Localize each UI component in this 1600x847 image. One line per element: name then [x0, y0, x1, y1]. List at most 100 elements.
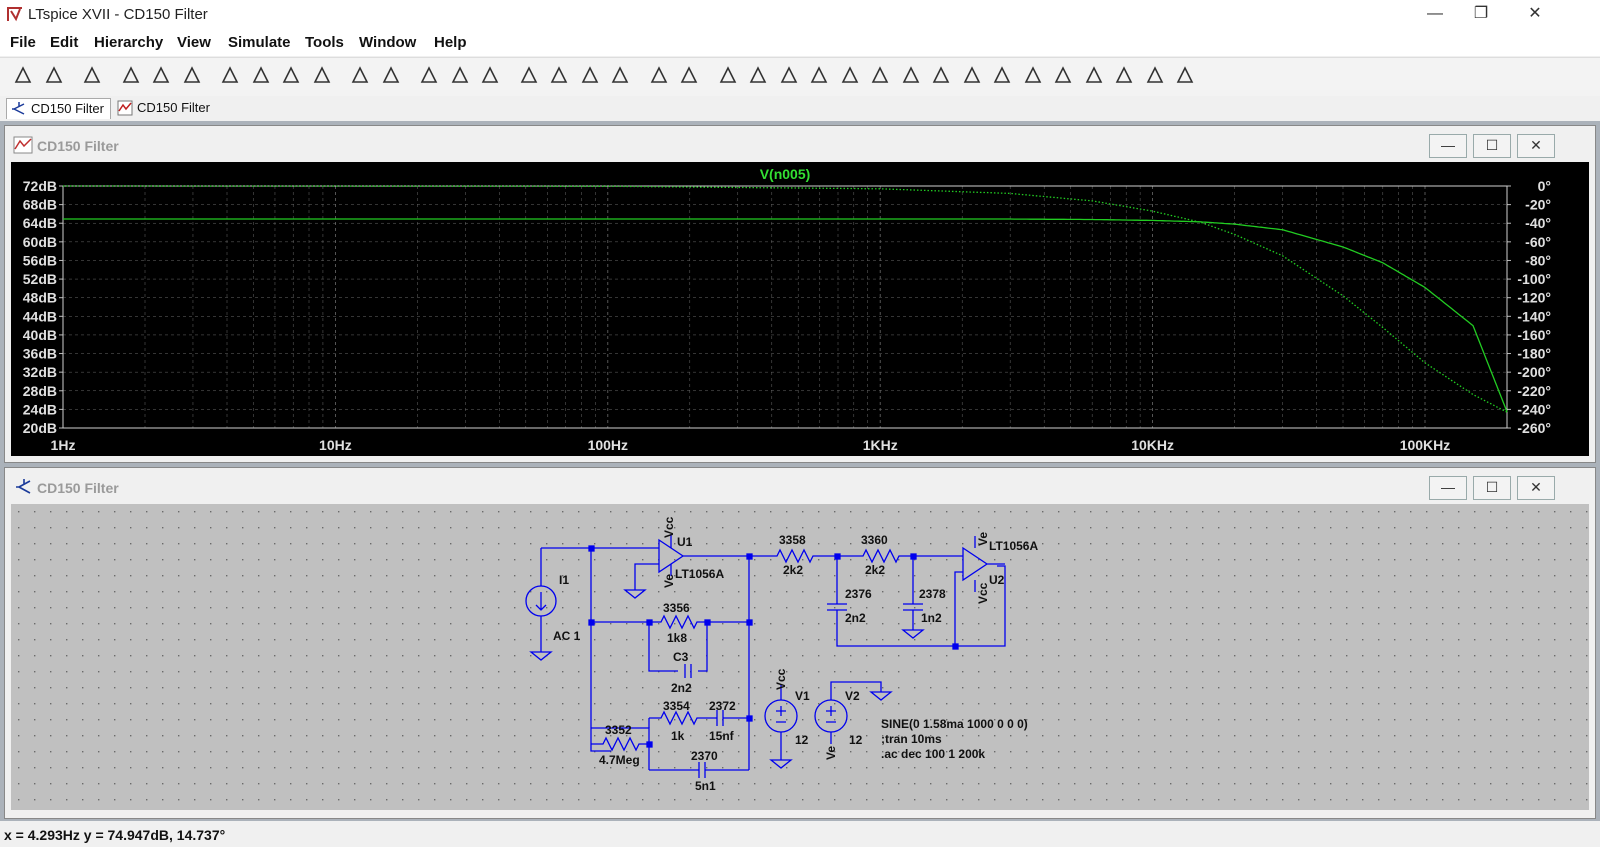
minimize-button[interactable]: —	[1427, 5, 1443, 22]
menu-simulate[interactable]: Simulate	[228, 34, 291, 51]
open-icon[interactable]	[41, 62, 68, 89]
print-preview-icon[interactable]	[676, 62, 703, 89]
plot-settings-icon[interactable]	[378, 62, 405, 89]
menu-help[interactable]: Help	[434, 34, 467, 51]
zoom-area-icon[interactable]	[248, 62, 275, 89]
waveform-window-icon	[13, 136, 33, 154]
c2376-value: 2n2	[845, 611, 866, 625]
r3360-label: 3360	[861, 533, 888, 547]
menu-tools[interactable]: Tools	[305, 34, 344, 51]
paste-icon[interactable]	[577, 62, 604, 89]
y2-tick-label: -40°	[1525, 215, 1551, 231]
spice-directive-ac[interactable]: .ac dec 100 1 200k	[881, 747, 985, 761]
toolbar	[0, 57, 1600, 97]
y2-tick-label: 0°	[1538, 178, 1551, 194]
x-tick-label: 10Hz	[319, 437, 352, 453]
plot-maximize-button[interactable]: ☐	[1473, 134, 1511, 158]
zoom-out-icon[interactable]	[278, 62, 305, 89]
move-icon[interactable]	[959, 62, 986, 89]
title-bar: LTspice XVII - CD150 Filter — ❐ ✕	[0, 0, 1600, 30]
text-icon[interactable]	[1142, 62, 1169, 89]
u2-vcc: Vcc	[976, 582, 990, 604]
plot-window-title: CD150 Filter	[37, 138, 119, 154]
i1-label: I1	[559, 573, 569, 587]
y-tick-label: 64dB	[23, 215, 57, 231]
copy-icon[interactable]	[546, 62, 573, 89]
save-icon[interactable]	[79, 62, 106, 89]
u1-ve: Ve	[662, 574, 676, 588]
y2-tick-label: -200°	[1517, 364, 1551, 380]
control-panel-icon[interactable]	[118, 62, 145, 89]
label-net-icon[interactable]	[776, 62, 803, 89]
y2-tick-label: -100°	[1517, 271, 1551, 287]
schematic-maximize-button[interactable]: ☐	[1473, 476, 1511, 500]
trace-label[interactable]: V(n005)	[760, 166, 811, 182]
tile-vertical-icon[interactable]	[477, 62, 504, 89]
v1-label: V1	[795, 689, 810, 703]
menu-edit[interactable]: Edit	[50, 34, 79, 51]
tab-waveform[interactable]: CD150 Filter	[113, 98, 216, 118]
component-icon[interactable]	[928, 62, 955, 89]
plot-minimize-button[interactable]: —	[1429, 134, 1467, 158]
c2376-label: 2376	[845, 587, 872, 601]
undo-icon[interactable]	[1020, 62, 1047, 89]
y2-tick-label: -180°	[1517, 346, 1551, 362]
diode-icon[interactable]	[898, 62, 925, 89]
tab-schematic[interactable]: CD150 Filter	[6, 98, 111, 119]
spice-directive-sine[interactable]: SINE(0 1.58ma 1000 0 0 0)	[881, 717, 1028, 731]
restore-button[interactable]: ❐	[1473, 5, 1489, 22]
spice-directive-icon[interactable]	[1172, 62, 1199, 89]
halt-icon[interactable]	[148, 62, 175, 89]
zoom-in-icon[interactable]	[217, 62, 244, 89]
phase-trace[interactable]	[63, 185, 1508, 413]
schematic-icon	[12, 102, 25, 115]
schematic-drawing[interactable]: I1 AC 1 U1 LT1056A Vcc Ve 3356 1k8 C3 2n…	[11, 504, 1589, 810]
redo-icon[interactable]	[1050, 62, 1077, 89]
r3360-value: 2k2	[865, 563, 885, 577]
bode-chart[interactable]: 72dB68dB64dB60dB56dB52dB48dB44dB40dB36dB…	[11, 162, 1589, 456]
menu-window[interactable]: Window	[359, 34, 417, 51]
print-icon[interactable]	[646, 62, 673, 89]
tile-horizontal-icon[interactable]	[416, 62, 443, 89]
zoom-cancel-icon[interactable]	[309, 62, 336, 89]
plot-close-button[interactable]: ✕	[1517, 134, 1555, 158]
run-icon[interactable]	[10, 62, 37, 89]
schematic-canvas[interactable]: I1 AC 1 U1 LT1056A Vcc Ve 3356 1k8 C3 2n…	[11, 504, 1589, 810]
v2-label: V2	[845, 689, 860, 703]
menu-view[interactable]: View	[177, 34, 211, 51]
cascade-icon[interactable]	[447, 62, 474, 89]
c2372-label: 2372	[709, 699, 736, 713]
schematic-close-button[interactable]: ✕	[1517, 476, 1555, 500]
mirror-icon[interactable]	[1111, 62, 1138, 89]
autoscale-icon[interactable]	[347, 62, 374, 89]
tab-waveform-label: CD150 Filter	[137, 100, 210, 115]
inductor-icon[interactable]	[867, 62, 894, 89]
y-tick-label: 32dB	[23, 364, 57, 380]
v1-vcc: Vcc	[774, 668, 788, 690]
magnitude-trace[interactable]	[63, 218, 1508, 412]
rotate-icon[interactable]	[1081, 62, 1108, 89]
ground-icon[interactable]	[745, 62, 772, 89]
y-tick-label: 72dB	[23, 178, 57, 194]
c2370-label: 2370	[691, 749, 718, 763]
menu-hierarchy[interactable]: Hierarchy	[94, 34, 164, 51]
c3-label: C3	[673, 650, 689, 664]
cut-icon[interactable]	[516, 62, 543, 89]
y-tick-label: 52dB	[23, 271, 57, 287]
spice-directive-tran[interactable]: ;tran 10ms	[881, 732, 942, 746]
v2-value: 12	[849, 733, 863, 747]
capacitor-icon[interactable]	[837, 62, 864, 89]
menu-file[interactable]: File	[10, 34, 36, 51]
find-icon[interactable]	[607, 62, 634, 89]
schematic-minimize-button[interactable]: —	[1429, 476, 1467, 500]
pan-icon[interactable]	[179, 62, 206, 89]
drag-icon[interactable]	[989, 62, 1016, 89]
waveform-icon	[117, 100, 133, 116]
menu-bar: File Edit Hierarchy View Simulate Tools …	[0, 30, 1600, 56]
wire-icon[interactable]	[715, 62, 742, 89]
resistor-icon[interactable]	[806, 62, 833, 89]
close-button[interactable]: ✕	[1528, 5, 1542, 22]
